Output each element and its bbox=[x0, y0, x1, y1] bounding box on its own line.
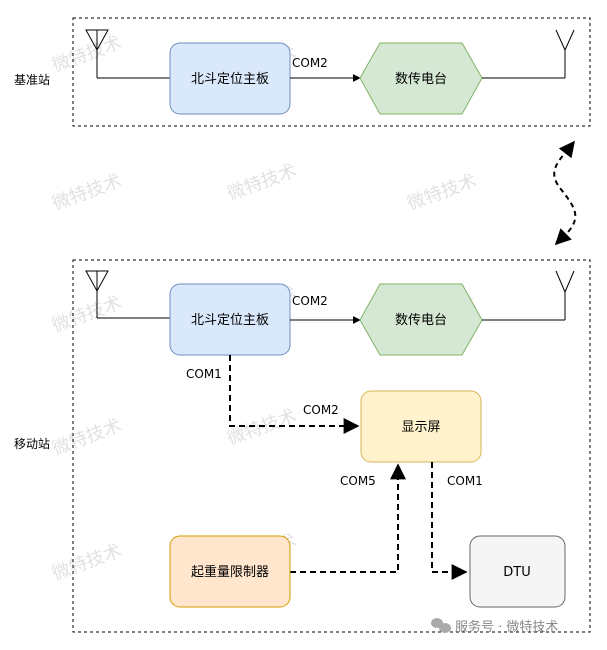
rover-station-group bbox=[72, 259, 591, 633]
display-label: 显示屏 bbox=[401, 420, 440, 435]
antenna-icon bbox=[85, 270, 109, 318]
antenna-icon bbox=[555, 29, 575, 78]
limiter-node bbox=[169, 535, 291, 608]
watermark-text: 微特技术 bbox=[50, 32, 125, 76]
antenna-icon bbox=[555, 270, 575, 320]
base-station-label: 基准站 bbox=[14, 73, 50, 87]
rover-radio-node bbox=[359, 283, 483, 356]
watermark-text: 微特技术 bbox=[50, 292, 125, 336]
rover-com1-board-label: COM1 bbox=[186, 367, 222, 381]
dtu-node bbox=[469, 535, 566, 608]
display-com1-label: COM1 bbox=[447, 474, 483, 488]
limiter-label: 起重量限制器 bbox=[191, 564, 269, 580]
dtu-label: DTU bbox=[503, 565, 530, 580]
display-to-dtu-link bbox=[431, 462, 468, 580]
footer-service-text: 服务号 · 微特技术 bbox=[455, 619, 558, 635]
antenna-icon bbox=[85, 29, 109, 78]
base-station-group bbox=[72, 17, 591, 127]
base-board-label: 北斗定位主板 bbox=[191, 72, 269, 87]
rover-com2-radio-label: COM2 bbox=[292, 294, 328, 308]
limiter-to-display-link bbox=[290, 463, 406, 573]
display-com2-label: COM2 bbox=[303, 403, 339, 417]
base-com2-label: COM2 bbox=[292, 56, 328, 70]
base-radio-node bbox=[359, 42, 483, 115]
watermark-text: 微特技术 bbox=[225, 405, 300, 449]
watermark-text: 微特技术 bbox=[405, 170, 480, 214]
board-to-display-link bbox=[229, 355, 360, 434]
display-com5-label: COM5 bbox=[340, 474, 376, 488]
watermark-text: 微特技术 bbox=[50, 540, 125, 584]
watermark-text: 微特技术 bbox=[50, 170, 125, 214]
radio-link-wave bbox=[553, 140, 577, 246]
rover-board-label: 北斗定位主板 bbox=[191, 313, 269, 328]
display-node bbox=[360, 390, 482, 463]
rover-station-label: 移动站 bbox=[14, 437, 50, 451]
base-radio-label: 数传电台 bbox=[395, 72, 447, 87]
rover-radio-label: 数传电台 bbox=[395, 313, 447, 328]
watermark-text: 微特技术 bbox=[50, 415, 125, 459]
wechat-icon bbox=[431, 618, 451, 633]
watermark-text: 微特技术 bbox=[225, 160, 300, 204]
